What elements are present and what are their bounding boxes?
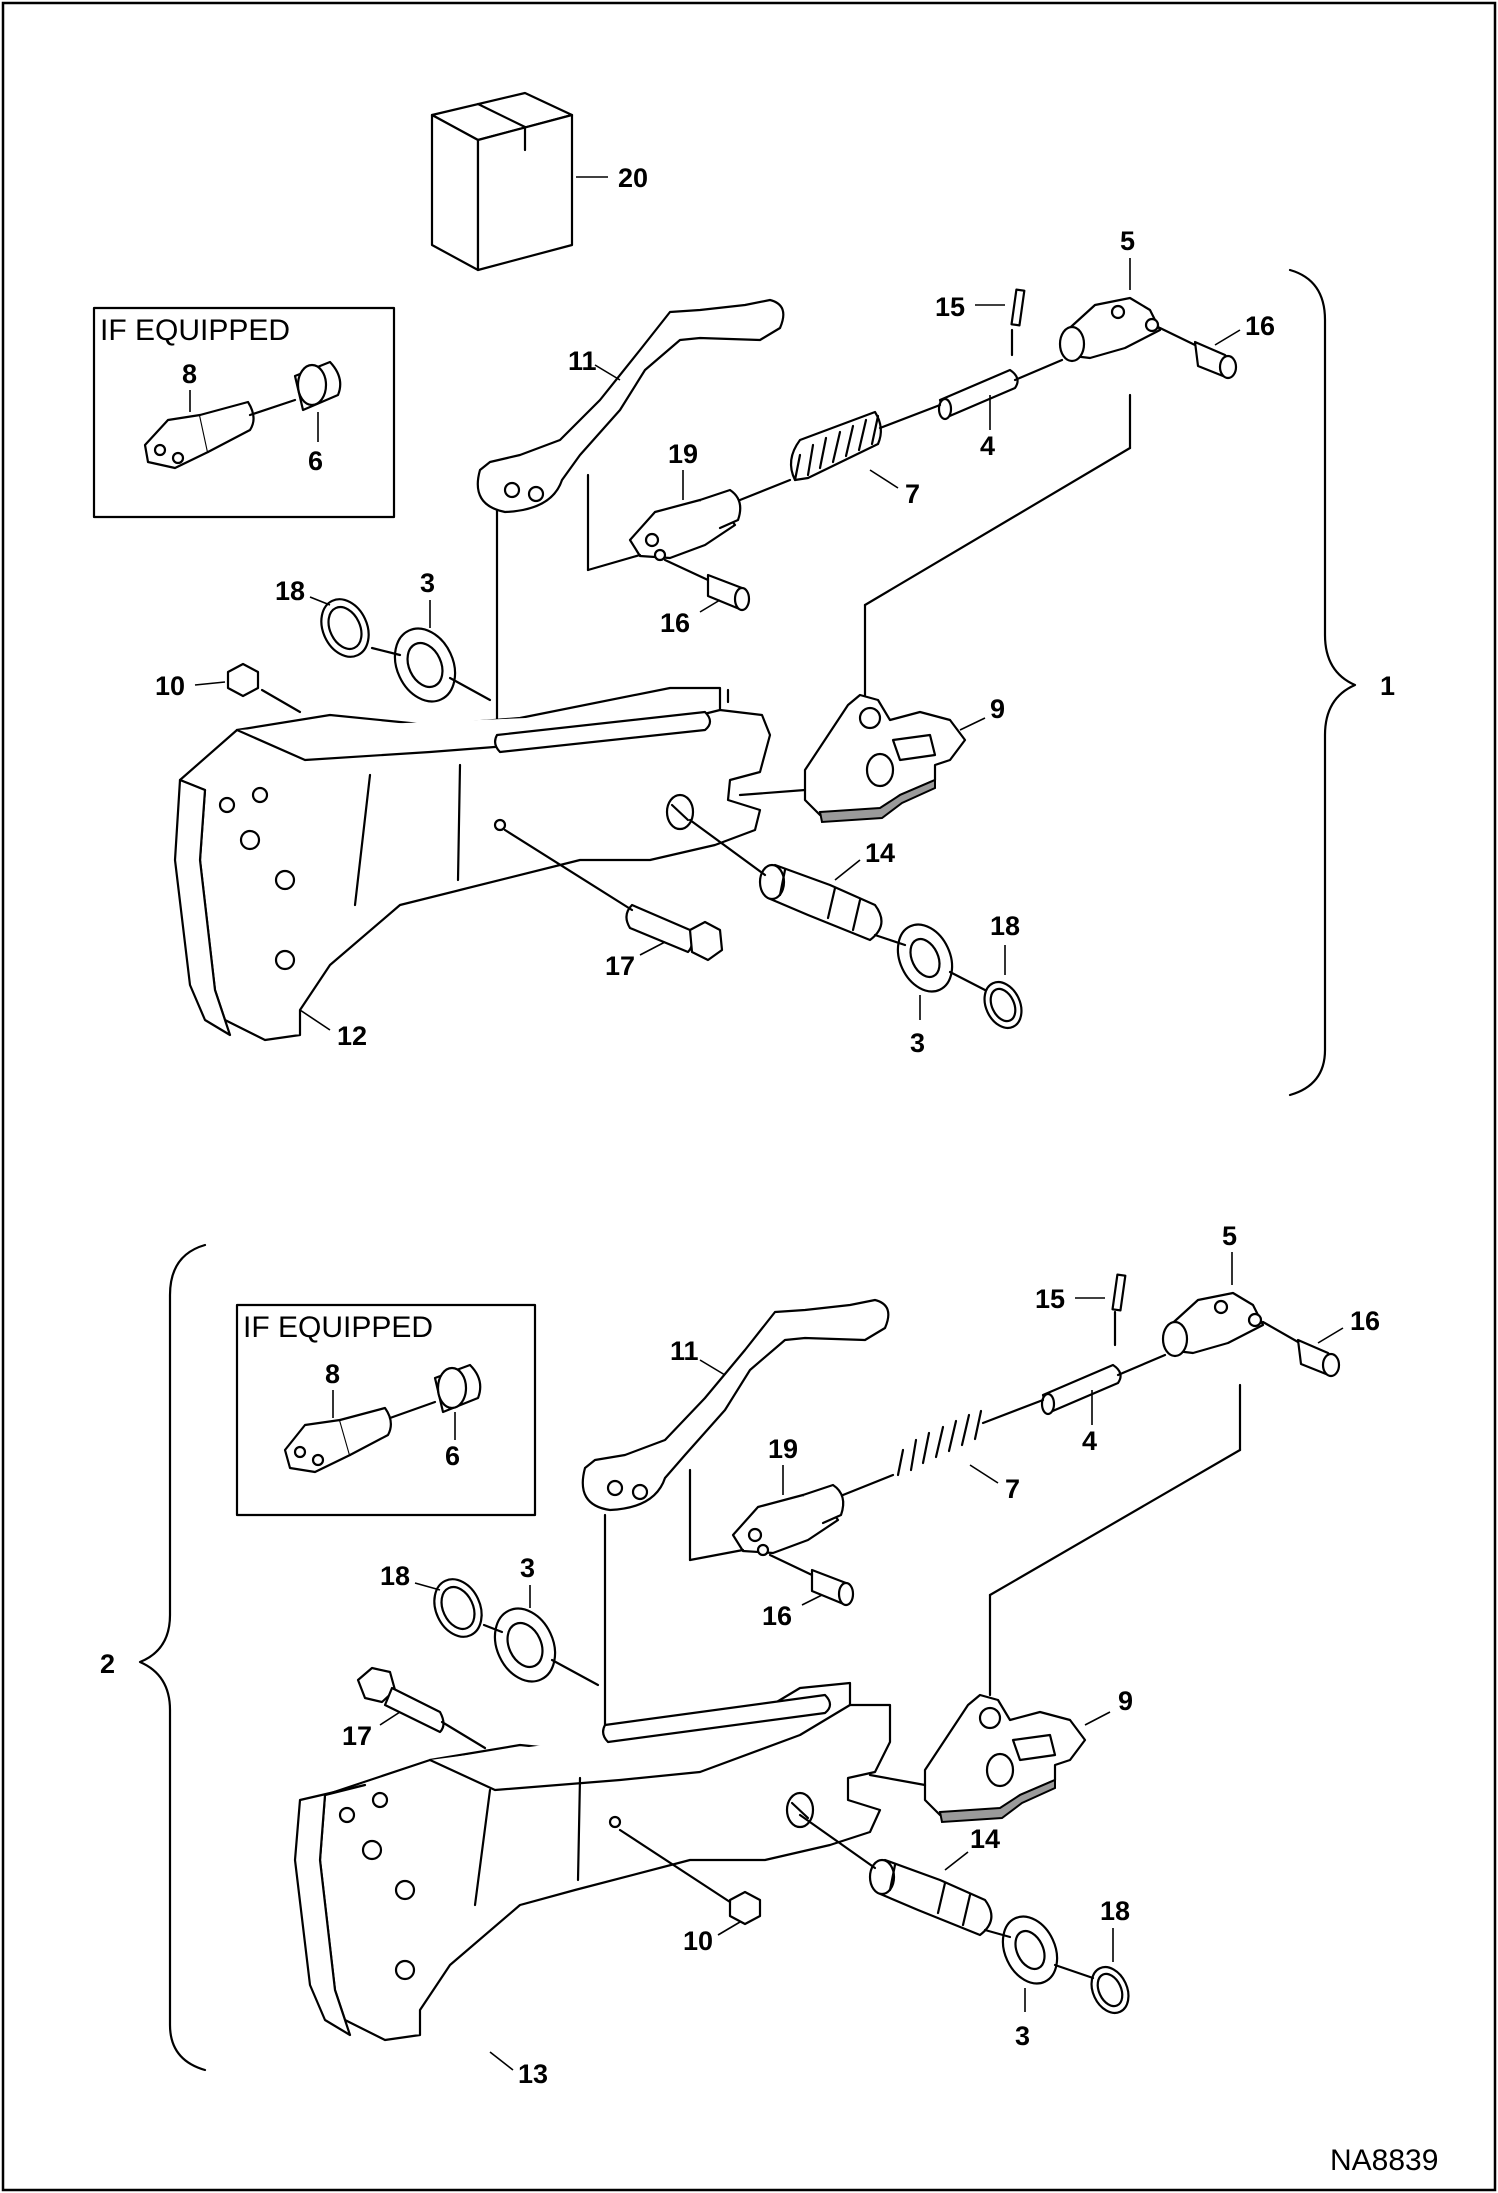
lever-part-11 bbox=[476, 298, 785, 514]
snap-ring-part-18d bbox=[1090, 1965, 1130, 2015]
snap-ring-part-18c bbox=[433, 1578, 483, 1638]
callout-16a: 16 bbox=[1245, 311, 1275, 341]
kit-box-part-20 bbox=[430, 91, 574, 272]
washer-part-3d bbox=[1001, 1915, 1059, 1985]
assembly-label-1: 1 bbox=[1380, 671, 1395, 701]
callout-3c: 3 bbox=[520, 1553, 535, 1583]
callout-13: 13 bbox=[518, 2059, 548, 2089]
callout-17: 17 bbox=[605, 951, 635, 981]
pin-part-14b bbox=[868, 1858, 993, 1937]
callout-5b: 5 bbox=[1222, 1221, 1237, 1251]
nut-part-10 bbox=[226, 662, 260, 698]
callout-10b: 10 bbox=[683, 1926, 713, 1956]
inset-box-1: IF EQUIPPED 8 6 bbox=[92, 306, 396, 519]
inset-label-8b: 8 bbox=[325, 1359, 340, 1389]
inset-box-2: IF EQUIPPED 8 6 bbox=[235, 1303, 537, 1517]
callout-11b: 11 bbox=[670, 1336, 699, 1366]
callout-19: 19 bbox=[668, 439, 698, 469]
callout-9: 9 bbox=[990, 694, 1005, 724]
callout-20: 20 bbox=[618, 163, 648, 193]
assembly-1: 20 IF EQUIPPED 8 6 11 15 bbox=[92, 91, 1395, 1097]
clevis-part-5b bbox=[1161, 1291, 1265, 1358]
latch-part-9 bbox=[803, 693, 967, 824]
callout-10: 10 bbox=[155, 671, 185, 701]
clevis-part-19b bbox=[731, 1483, 845, 1557]
inset-label-6b: 6 bbox=[445, 1441, 460, 1471]
inset-label-6: 6 bbox=[308, 446, 323, 476]
latch-part-9b bbox=[923, 1693, 1087, 1824]
callout-3b: 3 bbox=[910, 1028, 925, 1058]
callout-19b: 19 bbox=[768, 1434, 798, 1464]
clevis-part-5 bbox=[1058, 296, 1162, 363]
callout-15: 15 bbox=[935, 292, 965, 322]
bolt-part-17 bbox=[625, 903, 724, 962]
drawing-number: NA8839 bbox=[1330, 2144, 1438, 2177]
callout-15b: 15 bbox=[1035, 1284, 1065, 1314]
washer-part-3b bbox=[896, 923, 954, 993]
clevis-part-19 bbox=[628, 488, 742, 562]
callout-18a: 18 bbox=[275, 576, 305, 606]
frame-part-12 bbox=[173, 686, 772, 1042]
callout-16c: 16 bbox=[1350, 1306, 1380, 1336]
callout-5: 5 bbox=[1120, 226, 1135, 256]
pin-part-14 bbox=[758, 863, 883, 942]
callout-9b: 9 bbox=[1118, 1686, 1133, 1716]
callout-18b: 18 bbox=[990, 911, 1020, 941]
frame-part-13 bbox=[293, 1681, 892, 2042]
spring-part-7 bbox=[738, 403, 942, 502]
bracket-2 bbox=[138, 1243, 207, 2072]
washer-part-3c bbox=[493, 1607, 557, 1683]
spring-part-7b bbox=[841, 1398, 1045, 1497]
washer-part-3a bbox=[393, 627, 457, 703]
callout-7b: 7 bbox=[1005, 1474, 1020, 1504]
callout-16d: 16 bbox=[762, 1601, 792, 1631]
bracket-1 bbox=[1288, 268, 1357, 1097]
callout-14b: 14 bbox=[970, 1824, 1000, 1854]
nut-part-10b bbox=[728, 1890, 762, 1926]
snap-ring-part-18a bbox=[320, 598, 370, 658]
callout-4b: 4 bbox=[1082, 1426, 1097, 1456]
callout-7: 7 bbox=[905, 479, 920, 509]
snap-ring-part-18b bbox=[983, 980, 1023, 1030]
callout-3a: 3 bbox=[420, 568, 435, 598]
callout-12: 12 bbox=[337, 1021, 367, 1051]
lever-part-11b bbox=[581, 1298, 890, 1512]
callout-17b: 17 bbox=[342, 1721, 372, 1751]
inset-label-8: 8 bbox=[182, 359, 197, 389]
bolt-part-17b bbox=[356, 1666, 445, 1734]
callout-11: 11 bbox=[568, 346, 597, 376]
inset-title-1: IF EQUIPPED bbox=[100, 314, 290, 347]
callout-16b: 16 bbox=[660, 608, 690, 638]
callout-14: 14 bbox=[865, 838, 895, 868]
callout-3d: 3 bbox=[1015, 2021, 1030, 2051]
assembly-2: IF EQUIPPED 8 6 11 15 bbox=[100, 1221, 1380, 2089]
assembly-label-2: 2 bbox=[100, 1649, 115, 1679]
callout-4: 4 bbox=[980, 431, 995, 461]
callout-18d: 18 bbox=[1100, 1896, 1130, 1926]
inset-title-2: IF EQUIPPED bbox=[243, 1311, 433, 1344]
callout-18c: 18 bbox=[380, 1561, 410, 1591]
